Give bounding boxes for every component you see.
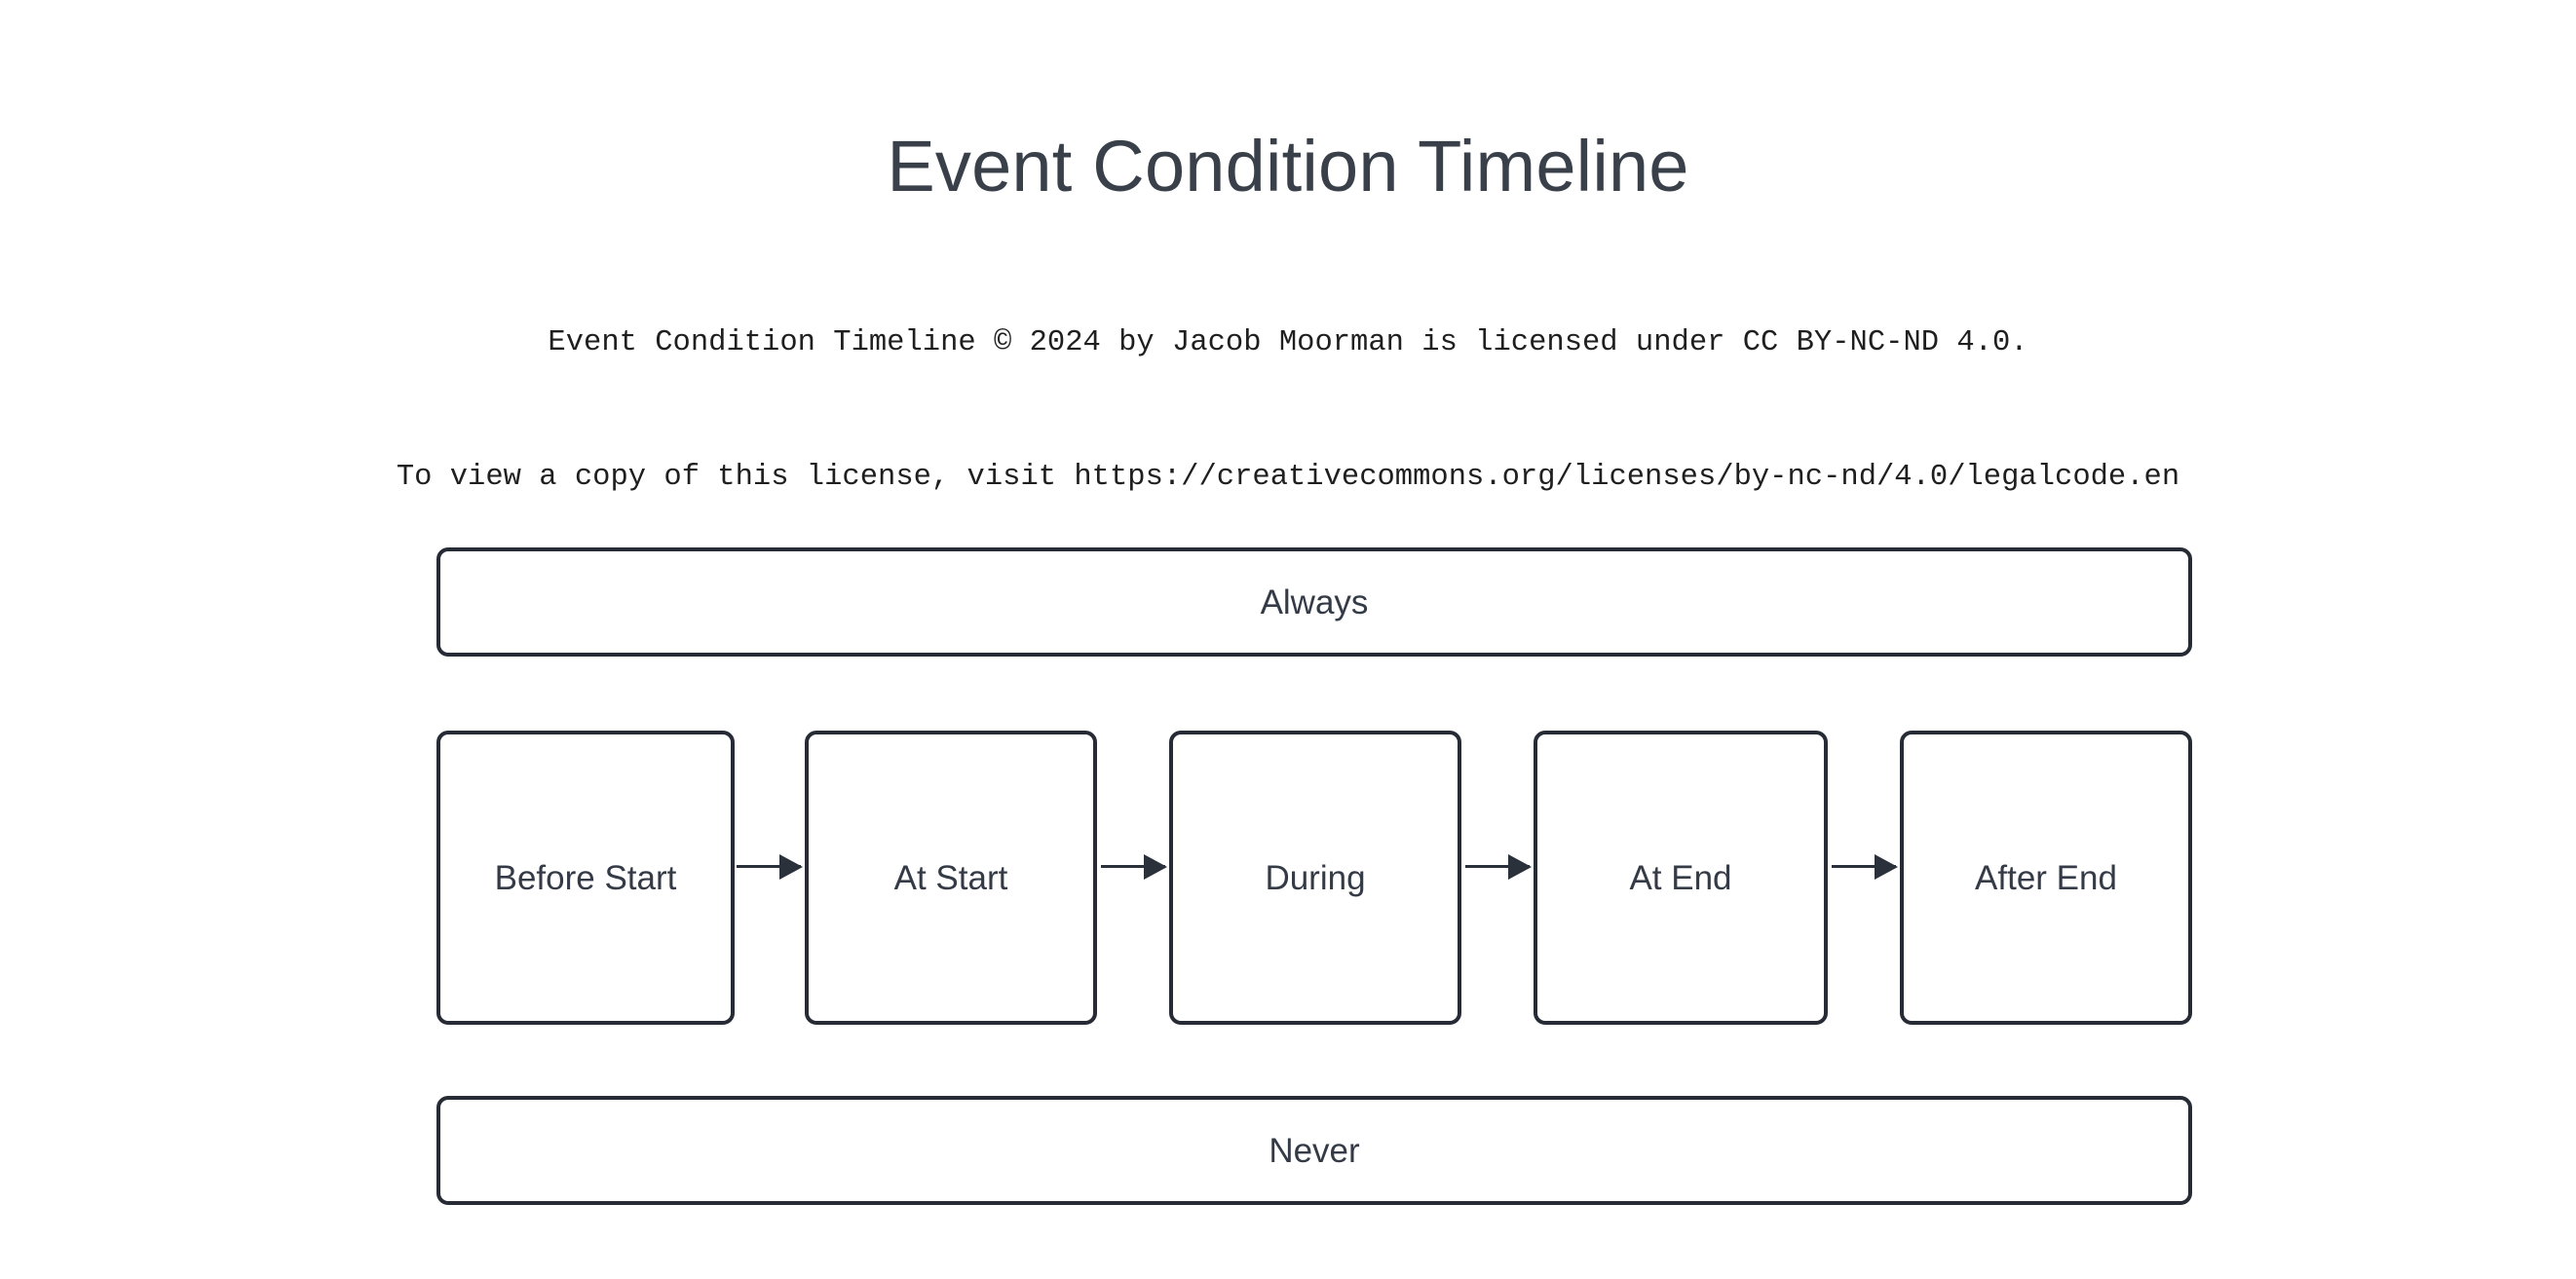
- node-at-end-label: At End: [1629, 858, 1732, 897]
- node-at-start-label: At Start: [893, 858, 1008, 897]
- node-never[interactable]: Never: [436, 1096, 2192, 1205]
- node-never-label: Never: [1269, 1131, 1360, 1170]
- arrow-before-start-to-at-start: [737, 865, 801, 868]
- node-at-end[interactable]: At End: [1534, 731, 1828, 1025]
- node-before-start-label: Before Start: [494, 858, 677, 897]
- arrow-at-end-to-after-end: [1832, 865, 1896, 868]
- node-during[interactable]: During: [1169, 731, 1461, 1025]
- license-line-2: To view a copy of this license, visit ht…: [396, 460, 2180, 494]
- node-after-end-label: After End: [1975, 858, 2117, 897]
- node-always-label: Always: [1260, 583, 1369, 621]
- license-line-1: Event Condition Timeline © 2024 by Jacob…: [548, 325, 2028, 359]
- node-always[interactable]: Always: [436, 547, 2192, 657]
- arrow-during-to-at-end: [1465, 865, 1530, 868]
- node-at-start[interactable]: At Start: [805, 731, 1097, 1025]
- node-before-start[interactable]: Before Start: [436, 731, 735, 1025]
- node-during-label: During: [1265, 858, 1366, 897]
- arrow-at-start-to-during: [1101, 865, 1165, 868]
- node-after-end[interactable]: After End: [1900, 731, 2192, 1025]
- page-title: Event Condition Timeline: [887, 126, 1689, 207]
